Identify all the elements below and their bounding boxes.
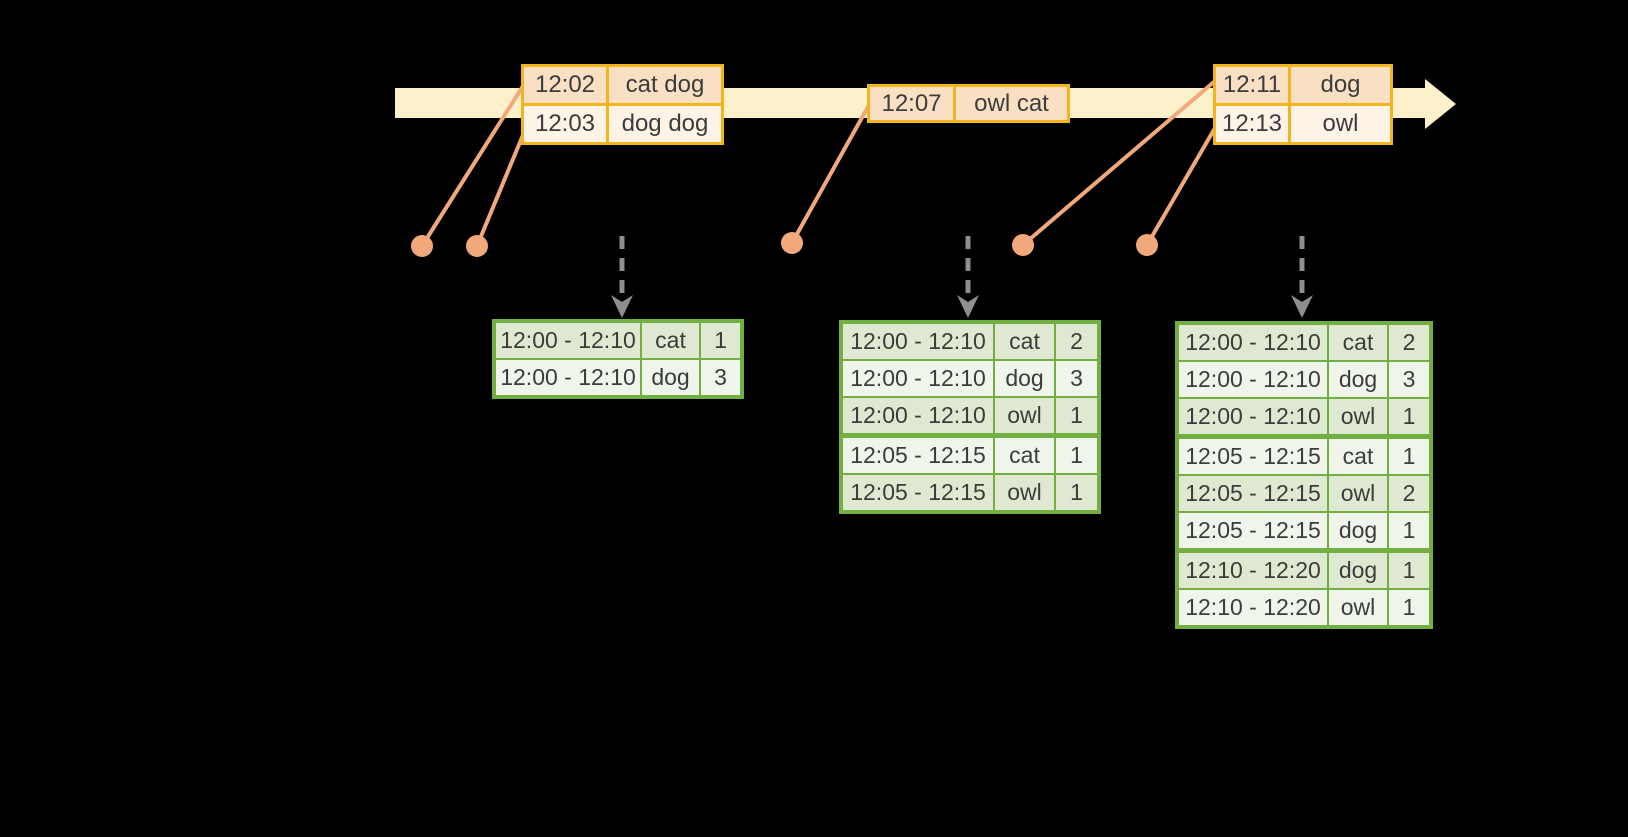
connector-line: [420, 84, 525, 248]
word-cell: owl: [1329, 476, 1387, 511]
event-time-cell: 12:02: [524, 67, 606, 103]
table-row: 12:00 - 12:10 dog 3: [1179, 362, 1429, 397]
window-cell: 12:00 - 12:10: [1179, 399, 1327, 434]
word-cell: cat: [995, 324, 1054, 359]
table-row: 12:05 - 12:15 owl 2: [1179, 476, 1429, 511]
table-row: 12:05 - 12:15 cat 1: [1179, 439, 1429, 474]
table-row: 12:00 - 12:10 cat 1: [496, 323, 740, 358]
event-dot: [1012, 234, 1034, 256]
count-cell: 1: [1389, 439, 1429, 474]
event-table-1: 12:02 cat dog 12:03 dog dog: [521, 64, 724, 145]
table-row: 12:00 - 12:10 owl 1: [1179, 399, 1429, 434]
word-cell: dog: [1329, 553, 1387, 588]
count-cell: 1: [1389, 513, 1429, 548]
table-row: 12:00 - 12:10 owl 1: [843, 398, 1097, 433]
connector-line: [1145, 126, 1217, 247]
event-table-3: 12:11 dog 12:13 owl: [1213, 64, 1393, 145]
count-cell: 1: [1056, 438, 1097, 473]
window-cell: 12:10 - 12:20: [1179, 590, 1327, 625]
event-time-cell: 12:03: [524, 106, 606, 142]
event-row: 12:02 cat dog: [524, 67, 721, 103]
window-cell: 12:05 - 12:15: [843, 475, 993, 510]
trigger-arrow-icon: [611, 236, 633, 318]
word-cell: owl: [1329, 590, 1387, 625]
word-cell: dog: [995, 361, 1054, 396]
count-cell: 3: [1389, 362, 1429, 397]
count-cell: 1: [1389, 553, 1429, 588]
window-cell: 12:00 - 12:10: [843, 361, 993, 396]
word-cell: owl: [995, 398, 1054, 433]
table-row: 12:05 - 12:15 cat 1: [843, 438, 1097, 473]
window-cell: 12:05 - 12:15: [1179, 513, 1327, 548]
result-table-1: 12:00 - 12:10 cat 1 12:00 - 12:10 dog 3: [492, 319, 744, 399]
table-row: 12:05 - 12:15 dog 1: [1179, 513, 1429, 548]
window-cell: 12:00 - 12:10: [1179, 362, 1327, 397]
count-cell: 1: [1389, 399, 1429, 434]
count-cell: 1: [701, 323, 740, 358]
connector-line: [1021, 79, 1217, 247]
table-row: 12:10 - 12:20 dog 1: [1179, 553, 1429, 588]
window-cell: 12:00 - 12:10: [496, 360, 640, 395]
window-cell: 12:10 - 12:20: [1179, 553, 1327, 588]
event-words-cell: owl cat: [956, 87, 1067, 120]
event-words-cell: cat dog: [609, 67, 721, 103]
word-cell: cat: [642, 323, 699, 358]
event-row: 12:03 dog dog: [524, 106, 721, 142]
connector-line: [790, 104, 871, 244]
event-row: 12:07 owl cat: [870, 87, 1067, 120]
event-time-cell: 12:11: [1216, 67, 1288, 103]
trigger-arrow-icon: [957, 236, 979, 318]
event-dot: [781, 232, 803, 254]
count-cell: 1: [1389, 590, 1429, 625]
count-cell: 2: [1389, 476, 1429, 511]
word-cell: dog: [642, 360, 699, 395]
word-cell: owl: [995, 475, 1054, 510]
word-cell: cat: [1329, 439, 1387, 474]
word-cell: dog: [1329, 362, 1387, 397]
table-row: 12:00 - 12:10 dog 3: [496, 360, 740, 395]
count-cell: 1: [1056, 398, 1097, 433]
table-row: 12:00 - 12:10 dog 3: [843, 361, 1097, 396]
table-row: 12:10 - 12:20 owl 1: [1179, 590, 1429, 625]
event-dot: [1136, 234, 1158, 256]
window-cell: 12:00 - 12:10: [496, 323, 640, 358]
word-cell: owl: [1329, 399, 1387, 434]
event-dot: [466, 235, 488, 257]
window-cell: 12:05 - 12:15: [1179, 439, 1327, 474]
connector-line: [475, 134, 525, 247]
word-cell: cat: [995, 438, 1054, 473]
result-table-3: 12:00 - 12:10 cat 2 12:00 - 12:10 dog 3 …: [1175, 321, 1433, 629]
event-words-cell: dog: [1291, 67, 1390, 103]
trigger-arrow-icon: [1291, 236, 1313, 318]
result-table-2: 12:00 - 12:10 cat 2 12:00 - 12:10 dog 3 …: [839, 320, 1101, 514]
count-cell: 1: [1056, 475, 1097, 510]
word-cell: dog: [1329, 513, 1387, 548]
event-words-cell: dog dog: [609, 106, 721, 142]
event-time-cell: 12:07: [870, 87, 953, 120]
count-cell: 2: [1056, 324, 1097, 359]
window-cell: 12:05 - 12:15: [1179, 476, 1327, 511]
table-row: 12:00 - 12:10 cat 2: [843, 324, 1097, 359]
count-cell: 3: [701, 360, 740, 395]
word-cell: cat: [1329, 325, 1387, 360]
event-row: 12:11 dog: [1216, 67, 1390, 103]
event-row: 12:13 owl: [1216, 106, 1390, 142]
timeline-arrowhead-icon: [1425, 79, 1456, 129]
window-cell: 12:00 - 12:10: [843, 398, 993, 433]
event-words-cell: owl: [1291, 106, 1390, 142]
event-table-2: 12:07 owl cat: [867, 84, 1070, 123]
table-row: 12:00 - 12:10 cat 2: [1179, 325, 1429, 360]
count-cell: 3: [1056, 361, 1097, 396]
window-cell: 12:00 - 12:10: [843, 324, 993, 359]
count-cell: 2: [1389, 325, 1429, 360]
window-cell: 12:00 - 12:10: [1179, 325, 1327, 360]
event-time-cell: 12:13: [1216, 106, 1288, 142]
window-cell: 12:05 - 12:15: [843, 438, 993, 473]
table-row: 12:05 - 12:15 owl 1: [843, 475, 1097, 510]
event-dot: [411, 235, 433, 257]
